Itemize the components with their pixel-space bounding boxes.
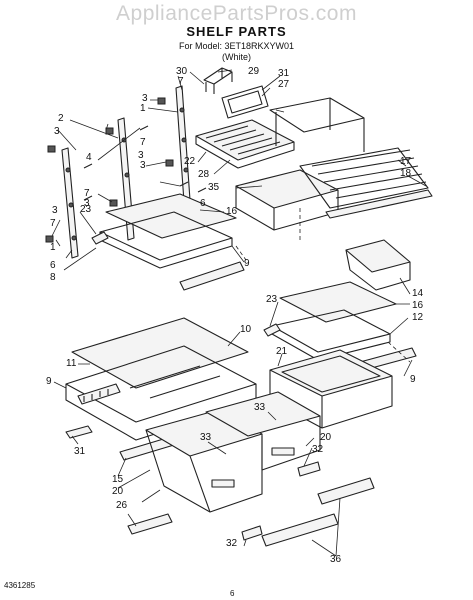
part-30-frame [221, 85, 269, 119]
part-31-slide [65, 425, 93, 439]
callout-5-top: 7 [178, 76, 184, 87]
callout-8-a: 9 [244, 258, 250, 269]
part-35-drawer [235, 169, 339, 231]
callout-19-a: 20 [320, 432, 332, 443]
callout-3-b: 3 [54, 126, 60, 137]
part-1-upper-rail [175, 85, 191, 203]
callout-20: 21 [276, 346, 288, 357]
callout-32-a: 32 [312, 444, 324, 455]
callout-3-a: 3 [142, 93, 148, 104]
callout-10: 10 [240, 324, 252, 335]
leader-lines [51, 69, 427, 557]
callout-35: 35 [208, 182, 220, 193]
doc-code: 4361285 [4, 581, 36, 590]
callout-14: 14 [412, 288, 424, 299]
clips-and-screws [45, 97, 207, 243]
callout-8-b: 9 [410, 374, 416, 385]
diagram-title: SHELF PARTS [186, 24, 287, 39]
callout-29: 30 [176, 66, 188, 77]
callout-18: 18 [400, 168, 412, 179]
callout-4: 4 [86, 152, 92, 163]
callout-17: 17 [400, 156, 412, 167]
part-4-rail [61, 147, 79, 259]
callout-33-b: 33 [200, 432, 212, 443]
part-11-crisper-cover [65, 317, 257, 441]
callout-16-b: 16 [412, 300, 424, 311]
model-line: For Model: 3ET18RKXYW01 [178, 41, 295, 51]
callout-3-d: 3 [140, 160, 146, 171]
callout-1-a: 1 [140, 103, 146, 114]
part-20-drawer [269, 349, 393, 429]
callout-11: 11 [66, 358, 77, 369]
color-line: (White) [222, 52, 251, 62]
callout-26: 27 [278, 79, 290, 90]
callout-6-b: 6 [50, 260, 56, 271]
callout-labels: 30 7 29 31 27 3 1 2 3 3 7 4 3 22 28 17 1… [46, 66, 424, 565]
callout-23-a: 23 [80, 204, 92, 215]
part-22-grid-shelf [195, 119, 295, 169]
callout-3-f: 3 [52, 205, 58, 216]
callout-21: 26 [116, 500, 128, 511]
callout-31: 31 [74, 446, 86, 457]
callout-15: 15 [112, 474, 124, 485]
part-21-strip [127, 513, 173, 535]
callout-19-b: 20 [112, 486, 124, 497]
callout-32-b: 32 [226, 538, 238, 549]
callout-9: 9 [46, 376, 52, 387]
callout-5-c: 7 [84, 188, 90, 199]
callout-1-b: 1 [50, 242, 56, 253]
part-8-tube-left [179, 261, 245, 291]
callout-2: 2 [58, 113, 64, 124]
callout-5-d: 7 [50, 218, 56, 229]
part-32-36-trims [241, 461, 375, 547]
callout-36: 36 [330, 554, 342, 565]
page-number: 6 [230, 589, 235, 598]
callout-6-a: 6 [200, 198, 206, 209]
callout-30: 31 [278, 68, 290, 79]
callout-33-a: 33 [254, 402, 266, 413]
callout-12: 12 [412, 312, 424, 323]
part-28-bracket [203, 67, 233, 94]
part-33-drawer-right [205, 391, 321, 471]
watermark: AppliancePartsPros.com [116, 2, 357, 25]
part-16-glass-shelf-left [91, 193, 237, 269]
callout-27: 28 [198, 169, 210, 180]
callout-7: 8 [50, 272, 56, 283]
callout-5-b: 7 [140, 137, 146, 148]
callout-3-e: 3 [84, 198, 90, 209]
callout-16-a: 16 [226, 206, 238, 217]
part-14-bin [345, 239, 411, 291]
part-26-frame [269, 97, 365, 152]
callout-28: 29 [248, 66, 260, 77]
part-17-wire-shelf [299, 147, 433, 219]
assembly-lines [235, 208, 411, 363]
callout-3-c: 3 [138, 150, 144, 161]
callout-22: 22 [184, 156, 196, 167]
callout-23-b: 23 [266, 294, 278, 305]
